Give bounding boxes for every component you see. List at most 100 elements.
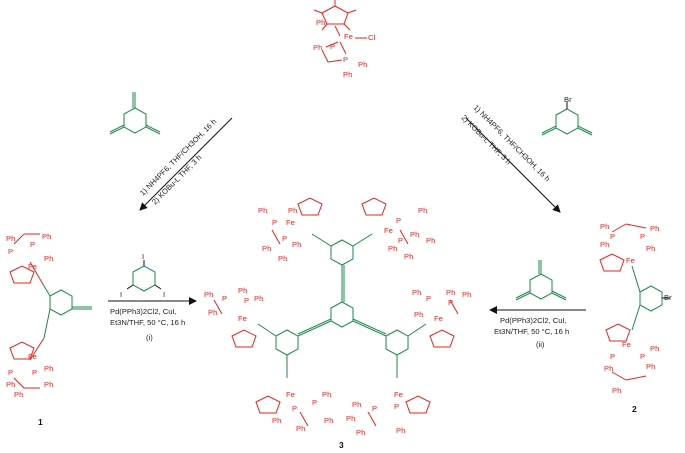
fe-label: Fe (626, 256, 635, 265)
arrow-to-compound-1 (139, 117, 233, 211)
p-label: P (426, 294, 432, 303)
ph-label: Ph (346, 414, 356, 423)
fe-label: Fe (238, 314, 247, 323)
ph-label: Ph (426, 236, 436, 245)
ph-label: Ph (646, 362, 656, 371)
ph-label: Ph (356, 428, 366, 437)
ph-label: Ph (410, 230, 420, 239)
ph-label: Ph (446, 288, 456, 297)
ph-label: Ph (313, 43, 323, 52)
fe-label: Fe (286, 390, 295, 399)
ph-label: Ph (343, 70, 353, 79)
step-ii-reagent: Pd(PPh3)2Cl2, CuI, (500, 316, 567, 325)
step-i-label: (i) (146, 333, 153, 342)
step-ii-label: (ii) (536, 340, 545, 349)
compound-3-number: 3 (339, 440, 344, 450)
p-label: P (282, 234, 288, 243)
cl-label: Cl (368, 33, 376, 42)
compound-2-structure (599, 223, 670, 381)
ph-label: Ph (412, 288, 422, 297)
ph-label: Ph (418, 206, 428, 215)
fe-label: Fe (28, 262, 37, 271)
ph-label: Ph (650, 344, 660, 353)
fe-label: Fe (434, 314, 443, 323)
fe-label: Fe (622, 340, 631, 349)
ph-label: Ph (208, 308, 218, 317)
bromo-diethynylbenzene (541, 102, 593, 136)
ph-label: Ph (646, 244, 656, 253)
p-label: P (640, 232, 646, 241)
ph-label: Ph (600, 240, 610, 249)
compound-1-number: 1 (38, 417, 43, 427)
ph-label: Ph (316, 18, 326, 27)
ph-label: Ph (278, 254, 288, 263)
p-label: P (394, 402, 400, 411)
p-label: P (8, 368, 14, 377)
ph-label: Ph (258, 206, 268, 215)
fe-label: Fe (384, 226, 393, 235)
fe-label: Fe (286, 218, 295, 227)
fe-chloride-complex (313, 0, 367, 63)
ph-label: Ph (42, 232, 52, 241)
ph-label: Ph (6, 234, 16, 243)
ph-label: Ph (388, 244, 398, 253)
cp-star-ring-top (321, 5, 349, 25)
ph-label: Ph (204, 290, 214, 299)
fe-label: Fe (394, 390, 403, 399)
compound-3-structure (213, 197, 459, 427)
triiodobenzene (126, 260, 162, 292)
ph-label: Ph (44, 254, 54, 263)
p-label: P (640, 352, 646, 361)
ph-label: Ph (324, 416, 334, 425)
p-label: P (610, 232, 616, 241)
ph-label: Ph (292, 240, 302, 249)
iodo-label: I (163, 290, 166, 299)
ph-label: Ph (650, 224, 660, 233)
br-label: Br (664, 293, 672, 302)
compound-2-number: 2 (632, 404, 637, 414)
p-label: P (30, 240, 36, 249)
p-label: P (448, 298, 454, 307)
ph-label: Ph (288, 206, 298, 215)
ph-label: Ph (6, 380, 16, 389)
fe-label: Fe (344, 32, 353, 41)
fe-label: Fe (28, 352, 37, 361)
ph-label: Ph (612, 386, 622, 395)
ph-label: Ph (404, 252, 414, 261)
ph-label: Ph (414, 310, 424, 319)
p-label: P (398, 236, 404, 245)
step-i-reagent: Pd(PPh3)2Cl2, CuI, (110, 307, 177, 316)
triethynylbenzene-left (109, 92, 161, 135)
step-i-solvent: Et3N/THF, 50 °C, 16 h (110, 318, 186, 327)
p-label: P (330, 42, 336, 51)
ph-label: Ph (272, 416, 282, 425)
p-label: P (272, 218, 278, 227)
triethynylbenzene-right (515, 260, 567, 301)
iodo-label: I (142, 252, 145, 261)
p-label: P (610, 352, 616, 361)
br-label: Br (564, 95, 572, 104)
core-benzene (330, 301, 354, 328)
arrow-to-compound-2 (465, 117, 561, 213)
ph-label: Ph (600, 222, 610, 231)
p-label: P (343, 55, 349, 64)
ph-label: Ph (296, 424, 306, 433)
compound-1-structure (9, 233, 92, 389)
ph-label: Ph (44, 380, 54, 389)
ph-label: Ph (238, 286, 248, 295)
p-label: P (372, 404, 378, 413)
ph-label: Ph (262, 244, 272, 253)
ph-label: Ph (352, 400, 362, 409)
ph-label: Ph (358, 60, 368, 69)
ph-label: Ph (254, 294, 264, 303)
p-label: P (32, 368, 38, 377)
p-label: P (312, 398, 318, 407)
ph-label: Ph (604, 364, 614, 373)
p-label: P (396, 216, 402, 225)
step-ii-solvent: Et3N/THF, 50 °C, 16 h (494, 327, 570, 336)
ph-label: Ph (44, 364, 54, 373)
iodo-label: I (120, 290, 123, 299)
p-label: P (8, 247, 14, 256)
